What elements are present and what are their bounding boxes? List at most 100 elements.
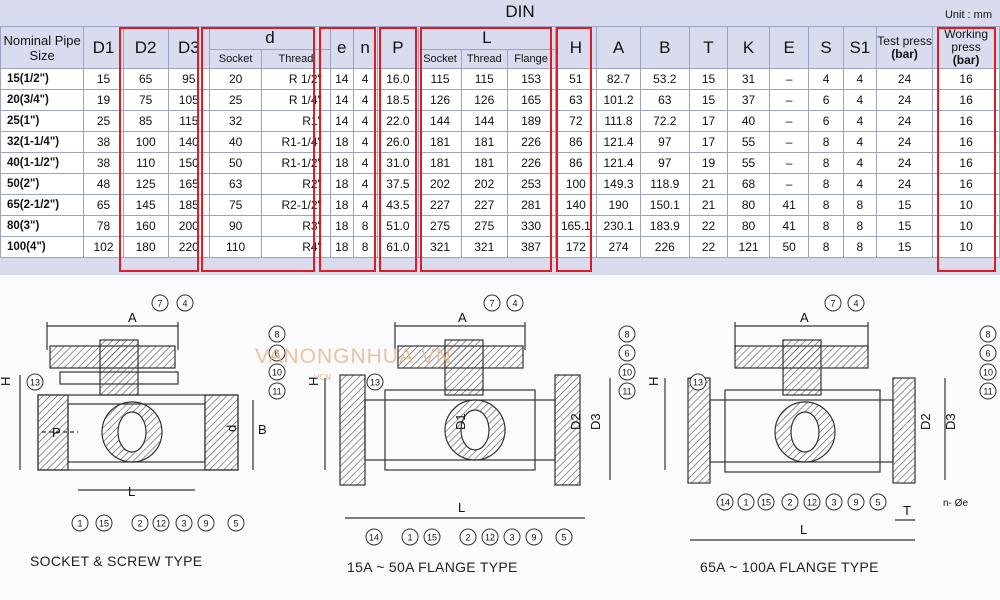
cell-n: 8: [352, 215, 378, 237]
cell-size: 80(3"): [0, 215, 85, 237]
callout-circle: [757, 493, 775, 511]
cell-working: 16: [932, 110, 1000, 132]
cell-T: 22: [688, 236, 729, 258]
header-d-socket: Socket: [209, 49, 263, 69]
callout-circle: [26, 373, 44, 391]
cell-L-socket: 144: [418, 110, 462, 132]
cell-d-socket: 20: [209, 68, 263, 90]
callout-circle: [152, 514, 170, 532]
cell-B: 63: [639, 89, 690, 111]
cell-test: 24: [876, 110, 934, 132]
cell-T: 17: [688, 110, 729, 132]
cell-L-socket: 181: [418, 152, 462, 174]
cell-d-thread: R 1/2": [261, 68, 331, 90]
callout-circle: [506, 294, 524, 312]
cell-d-socket: 40: [209, 131, 263, 153]
callout-7: 7: [824, 294, 842, 312]
cell-A: 230.1: [596, 215, 641, 237]
cell-S: 8: [808, 194, 844, 216]
cell-D2: 75: [122, 89, 169, 111]
dim-label-b: B: [258, 422, 267, 437]
cell-D3: 105: [167, 89, 211, 111]
cell-D3: 115: [167, 110, 211, 132]
cell-n: 4: [352, 131, 378, 153]
cell-L-flange: 253: [506, 173, 556, 195]
cell-e: 18: [329, 173, 354, 195]
callout-circle: [847, 493, 865, 511]
callout-circle: [459, 528, 477, 546]
cell-D1: 48: [83, 173, 124, 195]
header-L-socket: Socket: [418, 49, 462, 69]
callout-circle: [401, 528, 419, 546]
callout-number: 3: [509, 533, 514, 543]
cell-T: 15: [688, 68, 729, 90]
cell-d-thread: R2": [261, 173, 331, 195]
callout-circle: [716, 493, 734, 511]
cell-d-thread: R1-1/2": [261, 152, 331, 174]
cell-S: 8: [808, 152, 844, 174]
callout-circle: [618, 382, 636, 400]
cell-e: 18: [329, 215, 354, 237]
cell-A: 274: [596, 236, 641, 258]
cell-size: 32(1-1/4"): [0, 131, 85, 153]
cell-size: 15(1/2"): [0, 68, 85, 90]
drawing-flange-large: [664, 322, 946, 541]
working-press-unit: (bar): [952, 53, 980, 67]
callout-4: 4: [176, 294, 194, 312]
cell-T: 19: [688, 152, 729, 174]
cell-P: 16.0: [376, 68, 420, 90]
cell-E: 50: [768, 236, 810, 258]
cell-A: 101.2: [596, 89, 641, 111]
callout-15: 15: [757, 493, 775, 511]
callout-11: 11: [979, 382, 997, 400]
callout-circle: [555, 528, 573, 546]
callout-circle: [483, 294, 501, 312]
callout-8: 8: [268, 325, 286, 343]
callout-circle: [366, 373, 384, 391]
cell-D3: 200: [167, 215, 211, 237]
callout-2: 2: [131, 514, 149, 532]
cell-E: 41: [768, 215, 810, 237]
cell-A: 190: [596, 194, 641, 216]
cell-B: 53.2: [639, 68, 690, 90]
callout-14: 14: [716, 493, 734, 511]
header-n: n: [352, 26, 378, 69]
callout-7: 7: [483, 294, 501, 312]
cell-K: 68: [727, 173, 770, 195]
callout-circle: [131, 514, 149, 532]
callout-circle: [869, 493, 887, 511]
cell-S: 8: [808, 236, 844, 258]
cell-B: 97: [639, 131, 690, 153]
cell-test: 24: [876, 152, 934, 174]
cell-E: –: [768, 89, 810, 111]
cell-L-thread: 202: [460, 173, 508, 195]
cell-working: 16: [932, 68, 1000, 90]
callout-3: 3: [825, 493, 843, 511]
dim-label-p: P: [52, 425, 61, 440]
dim-label-h: H: [306, 377, 321, 386]
cell-test: 15: [876, 215, 934, 237]
callout-circle: [847, 294, 865, 312]
cell-A: 149.3: [596, 173, 641, 195]
cell-H: 72: [554, 110, 598, 132]
header-D2: D2: [122, 26, 169, 69]
cell-D2: 180: [122, 236, 169, 258]
cell-L-thread: 144: [460, 110, 508, 132]
callout-circle: [151, 294, 169, 312]
dim-label-l: L: [800, 522, 807, 537]
callout-circle: [525, 528, 543, 546]
cell-H: 165.1: [554, 215, 598, 237]
cell-D2: 100: [122, 131, 169, 153]
test-press-unit: (bar): [891, 46, 918, 61]
cell-A: 121.4: [596, 152, 641, 174]
callout-4: 4: [506, 294, 524, 312]
callout-number: 4: [853, 299, 858, 309]
cell-d-socket: 63: [209, 173, 263, 195]
callout-9: 9: [197, 514, 215, 532]
cell-n: 4: [352, 173, 378, 195]
